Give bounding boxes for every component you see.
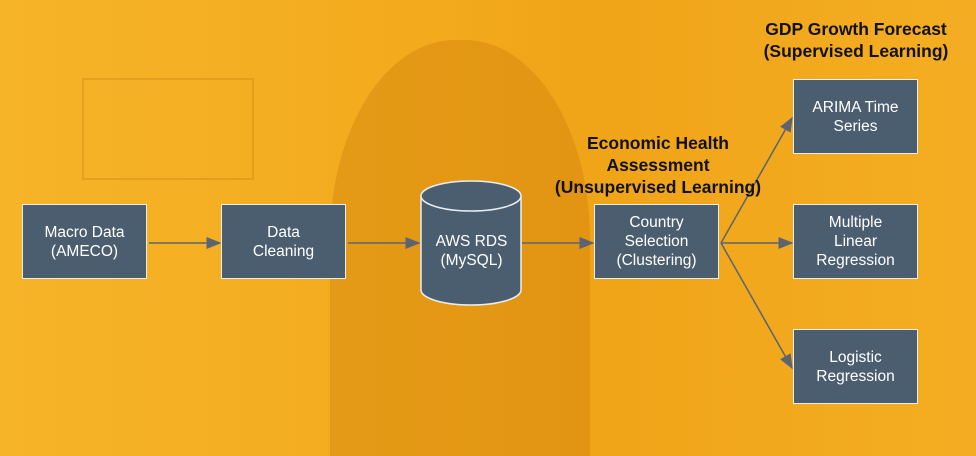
node-label: Country (629, 214, 684, 231)
title-line: GDP Growth Forecast (765, 19, 947, 39)
node-label: AWS RDS (435, 233, 508, 250)
node-aws-rds: AWS RDS (MySQL) (420, 232, 523, 270)
node-label: (MySQL) (440, 252, 503, 269)
node-label: Regression (816, 252, 895, 269)
title-line: Economic Health (587, 133, 729, 153)
node-label: Series (833, 117, 878, 135)
node-label: (Clustering) (616, 252, 697, 269)
unsupervised-learning-title: Economic Health Assessment (Unsupervised… (538, 132, 778, 198)
node-macro-data: Macro Data(AMECO) (22, 204, 147, 279)
node-label: Regression (816, 367, 895, 385)
title-line: (Supervised Learning) (763, 41, 949, 61)
node-label: Logistic (829, 348, 882, 366)
title-line: (Unsupervised Learning) (554, 177, 762, 197)
node-label: Selection (624, 233, 689, 250)
database-cylinder (420, 180, 522, 306)
arrow-country-to-logistic (720, 242, 793, 370)
node-label: Data (267, 223, 300, 241)
background-whiteboard (82, 78, 254, 180)
node-label: Macro Data (44, 223, 125, 241)
node-label: ARIMA Time (812, 98, 899, 116)
node-label: Cleaning (252, 242, 315, 260)
node-label: (AMECO) (50, 242, 119, 260)
node-label: Linear (833, 233, 878, 250)
arrow-country-to-arima (720, 116, 793, 244)
title-line: Assessment (606, 155, 710, 175)
supervised-learning-title: GDP Growth Forecast (Supervised Learning… (745, 18, 967, 62)
node-label: Multiple (828, 214, 883, 231)
